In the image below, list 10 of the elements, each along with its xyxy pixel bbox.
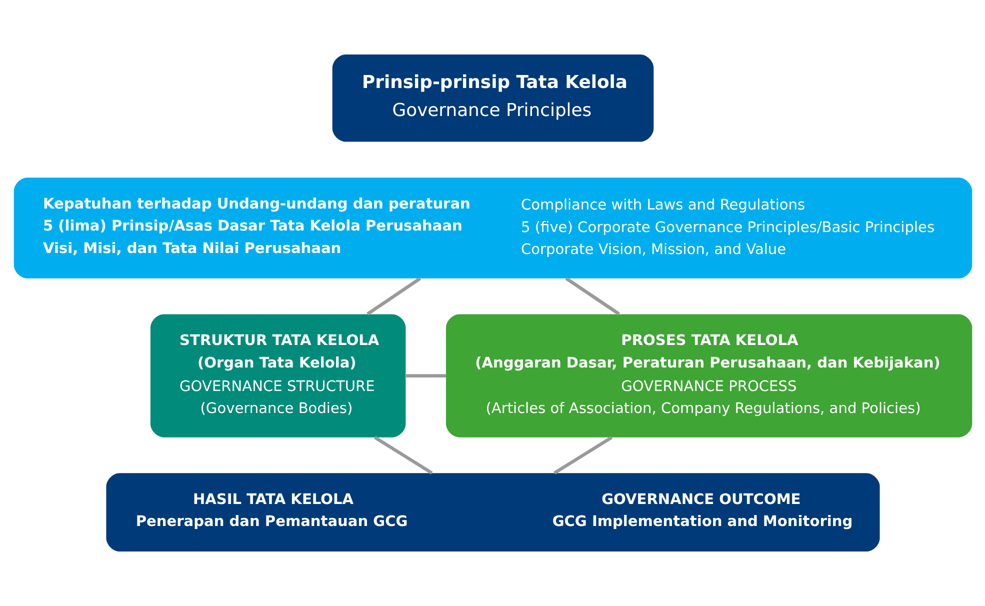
connector (564, 277, 620, 316)
connector (366, 277, 421, 316)
node-box: STRUKTUR TATA KELOLA (Organ Tata Kelola) GOVERNANCE STRUCTURE (Governance Bodies) (150, 314, 406, 438)
node-box: Kepatuhan terhadap Undang-undang dan peraturan Compliance with Laws and Regulations 5 (lima) Prinsip/Asas Dasar Tata Kelola Perusahaan 5 (five) Corporate Governance Principles/Basic Principles Visi, Misi, dan Tata Nilai Perusahaan Corporate Vision, Mission, and Value (13, 178, 972, 278)
node-box: HASIL TATA KELOLA GOVERNANCE OUTCOME Penerapan dan Pemantauan GCG GCG Implementation and Monitoring (106, 473, 880, 552)
node-box: PROSES TATA KELOLA (Anggaran Dasar, Peraturan Perusahaan, dan Kebijakan) GOVERNANCE PROCESS (Articles of Association, Company Regulations, and Policies) (445, 314, 972, 438)
connector (406, 374, 446, 378)
node-box: Prinsip-prinsip Tata Kelola Governance Principles (332, 54, 654, 142)
connector (553, 436, 612, 474)
connector (373, 436, 432, 474)
